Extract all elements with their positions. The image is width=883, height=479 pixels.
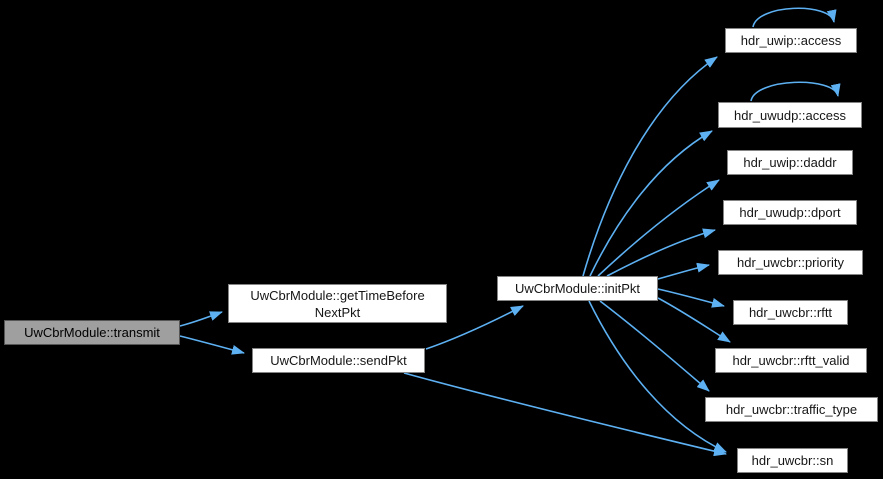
node-label-line2: NextPkt [314,304,361,320]
node-hdr-uwcbr-traffic-type[interactable]: hdr_uwcbr::traffic_type [705,397,878,422]
node-label: hdr_uwudp::dport [739,205,841,220]
node-hdr-uwcbr-priority[interactable]: hdr_uwcbr::priority [718,250,863,275]
node-uwcbrmodule-gettimebeforenextpkt[interactable]: UwCbrModule::getTimeBefore NextPkt [228,284,447,323]
node-hdr-uwudp-dport[interactable]: hdr_uwudp::dport [723,200,857,225]
edge-transmit-to-getTimeBeforeNextPkt [179,311,223,327]
node-label-line1: UwCbrModule::getTimeBefore [250,287,425,303]
node-label: hdr_uwcbr::sn [751,453,834,468]
edge-initPkt-to-daddr [597,179,720,277]
node-hdr-uwcbr-rftt-valid[interactable]: hdr_uwcbr::rftt_valid [715,348,867,373]
node-uwcbrmodule-transmit[interactable]: UwCbrModule::transmit [4,320,180,345]
node-label: hdr_uwcbr::rftt [748,305,833,320]
node-hdr-uwcbr-rftt[interactable]: hdr_uwcbr::rftt [733,300,848,325]
node-hdr-uwip-daddr[interactable]: hdr_uwip::daddr [727,150,853,175]
node-label: UwCbrModule::sendPkt [270,353,407,368]
node-hdr-uwip-access[interactable]: hdr_uwip::access [725,28,857,53]
edge-initPkt-to-priority [657,262,710,280]
node-hdr-uwcbr-sn[interactable]: hdr_uwcbr::sn [737,448,848,473]
node-uwcbrmodule-sendpkt[interactable]: UwCbrModule::sendPkt [252,348,425,373]
edge-sendPkt-to-initPkt [425,305,524,350]
edge-initPkt-to-rftt-valid [657,297,731,343]
node-label: UwCbrModule::initPkt [515,281,640,296]
node-uwcbrmodule-initpkt[interactable]: UwCbrModule::initPkt [497,276,658,301]
edge-transmit-to-sendPkt [179,335,245,355]
node-label: hdr_uwudp::access [733,107,846,123]
node-label: hdr_uwip::access [740,33,842,48]
node-label: hdr_uwcbr::priority [737,255,844,270]
node-label: hdr_uwcbr::traffic_type [725,402,858,417]
self-loop-uwudp-access [750,81,841,102]
edge-initPkt-to-traffic-type [599,300,710,392]
edge-initPkt-to-dport [606,228,716,277]
node-label: UwCbrModule::transmit [24,325,160,340]
edge-initPkt-to-rftt [657,288,725,308]
edge-initPkt-to-uwip-access [582,56,718,277]
node-label: hdr_uwcbr::rftt_valid [732,353,850,368]
node-hdr-uwudp-access[interactable]: hdr_uwudp::access [718,102,862,128]
self-loop-uwip-access [752,7,837,28]
node-label: hdr_uwip::daddr [743,155,837,170]
edge-initPkt-to-uwudp-access [589,130,713,277]
edge-initPkt-to-sn [588,300,727,453]
edge-sendPkt-to-sn [403,372,727,457]
